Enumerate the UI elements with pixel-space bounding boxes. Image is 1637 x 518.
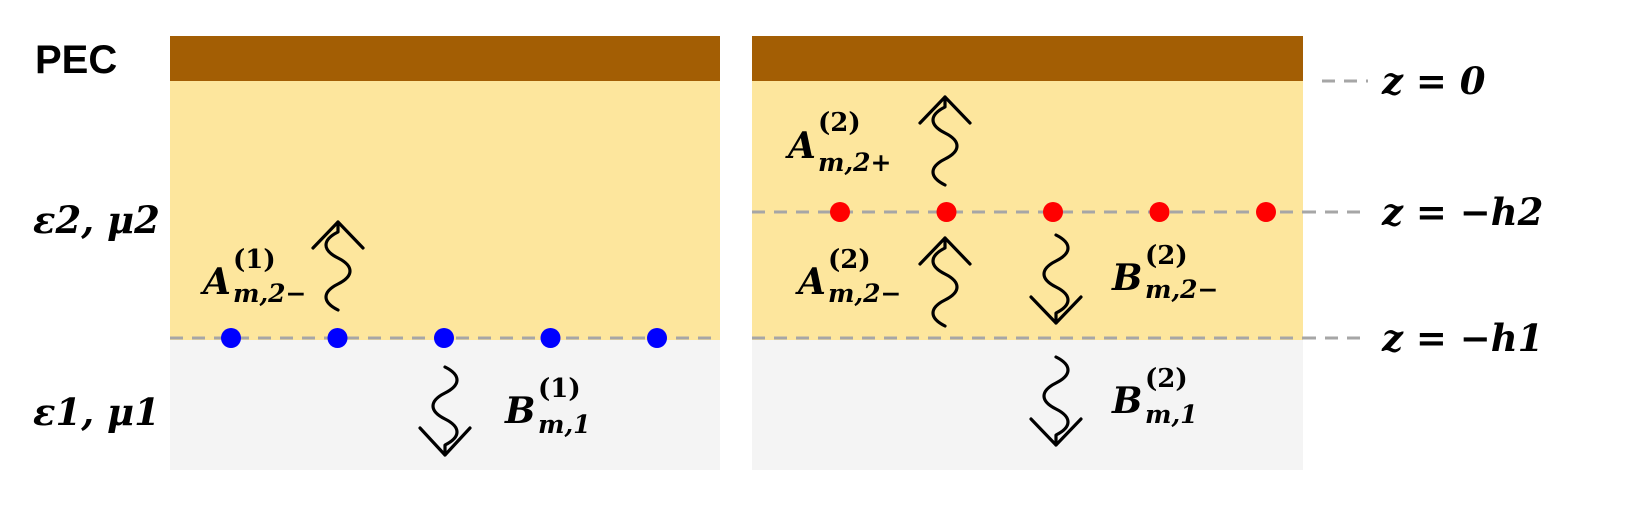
source-dot-red [936,202,957,222]
source-dot-blue [540,328,561,348]
source-dot-blue [221,328,241,348]
coef-letter: A [795,261,826,303]
source-dot-blue [327,328,348,348]
source-dot-blue [434,328,454,348]
coef-letter: B [504,390,535,432]
coef-subscript: m,2− [1145,275,1219,304]
right-panel: A (2) m,2+ A (2) m,2− B (2) m,2− B (2) m… [752,36,1303,470]
coef-superscript: (2) [1145,241,1188,271]
coef-subscript: m,2+ [818,148,892,177]
coef-letter: A [200,261,231,303]
left-medium2-region [170,81,720,340]
source-dot-red [830,202,850,222]
coef-letter: B [1111,257,1142,299]
coef-superscript: (2) [1145,364,1188,394]
zh2-label: z = −h2 [1381,190,1543,234]
coef-letter: A [785,125,816,167]
coef-superscript: (2) [818,108,861,138]
medium2-label: ε2, μ2 [33,198,160,242]
medium1-label: ε1, μ1 [33,390,160,434]
coef-letter: B [1111,380,1142,422]
coef-subscript: m,1 [1145,400,1198,429]
source-dot-blue [647,328,667,348]
source-dot-red [1256,202,1276,222]
left-source-dots [221,328,667,348]
source-dot-red [1043,202,1063,222]
left-panel: A (1) m,2− B (1) m,1 [170,36,720,470]
pec-label: PEC [35,38,117,82]
right-upward-wave-arrow-mid [918,236,972,328]
left-upward-wave-arrow [311,220,365,312]
right-coef-B2minus-label: B (2) m,2− [1111,241,1219,304]
coef-subscript: m,1 [538,410,591,439]
right-pec-layer [752,36,1303,81]
right-source-dots [830,202,1276,222]
left-downward-wave-arrow [418,365,472,457]
right-upward-wave-arrow-top [918,95,972,187]
left-pec-layer [170,36,720,81]
right-coef-A2minus-label: A (2) m,2− [795,245,902,308]
right-coef-A2plus-label: A (2) m,2+ [785,108,892,177]
z0-label: z = 0 [1381,59,1486,103]
coef-superscript: (1) [233,245,276,275]
left-coef-B1-label: B (1) m,1 [504,374,591,439]
left-coef-A1-label: A (1) m,2− [200,245,307,308]
zh1-label: z = −h1 [1381,316,1543,360]
coef-superscript: (1) [538,374,581,404]
right-downward-wave-arrow-bottom [1029,355,1083,447]
coef-superscript: (2) [828,245,871,275]
coef-subscript: m,2− [828,279,902,308]
right-coef-B2m1-label: B (2) m,1 [1111,364,1198,429]
right-downward-wave-arrow-mid [1029,233,1083,325]
source-dot-red [1149,202,1170,222]
coef-subscript: m,2− [233,279,307,308]
right-medium1-region [752,340,1303,470]
